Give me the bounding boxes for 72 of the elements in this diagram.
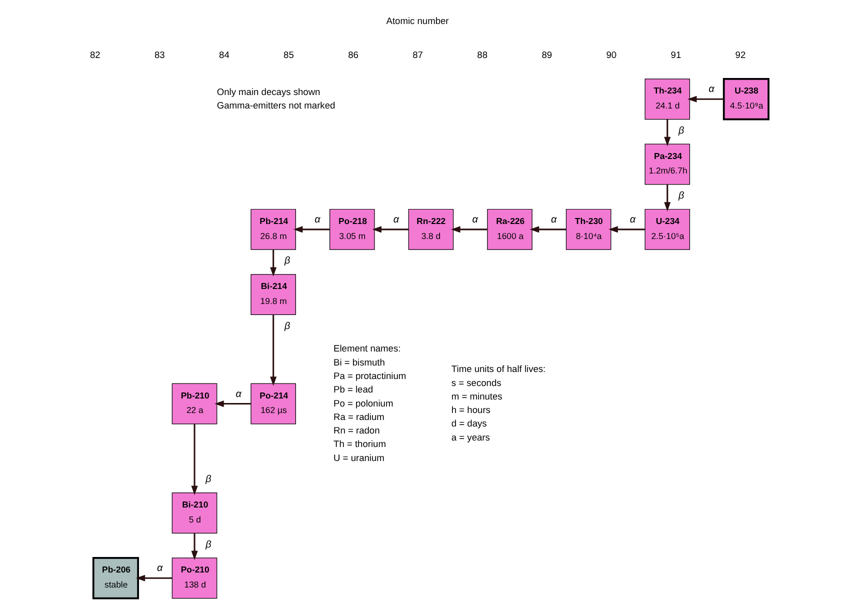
arrow: [664, 184, 670, 212]
arrow: [214, 400, 250, 408]
label: d = days: [450, 418, 486, 429]
edge-label: β: [284, 320, 290, 332]
node-box: Bi-214 19.8 m: [250, 274, 296, 316]
label: Ra = radium: [333, 412, 384, 422]
label: Pb = lead: [333, 384, 373, 395]
label: h = hours: [450, 405, 490, 416]
arrow: [270, 314, 276, 386]
label: 86: [348, 50, 358, 60]
node-box: Pb-210 22 a: [171, 383, 217, 424]
edge-label: β: [678, 190, 684, 202]
label: s = seconds: [450, 378, 501, 388]
node-box: Po-214 162 µs: [250, 383, 296, 424]
edge-label: α: [314, 214, 320, 226]
node-box: Pa-234 1.2m/6.7h: [644, 144, 690, 185]
arrow: [529, 226, 566, 233]
label: Pa = protactinium: [333, 370, 406, 381]
label: 83: [154, 50, 164, 60]
node-box: Bi-210 5 d: [171, 492, 217, 534]
edge-label: α: [629, 214, 635, 226]
edge-label: β: [205, 539, 211, 550]
edge-label: β: [284, 256, 290, 267]
edge-label: α: [392, 214, 399, 226]
edge-label: α: [235, 388, 241, 400]
label: 88: [476, 50, 488, 60]
label: Po = polonium: [333, 398, 393, 408]
node-box: Po-210 138 d: [171, 558, 217, 599]
label: 89: [541, 50, 552, 60]
node-box: Pb-206 stable: [92, 557, 138, 600]
label: Gamma-emitters not marked: [216, 100, 335, 110]
arrow: [190, 424, 198, 496]
label: Atomic number: [386, 16, 448, 26]
node-box: Pb-214 26.8 m: [250, 208, 296, 250]
edge-label: α: [708, 84, 714, 96]
edge-label: β: [205, 474, 211, 486]
node-box: Rn-222 3.8 d: [408, 208, 454, 250]
label: Th = thorium: [333, 439, 386, 450]
label: 82: [89, 50, 100, 60]
label: Element names:: [333, 344, 400, 354]
label: a = years: [450, 432, 490, 442]
label: m = minutes: [450, 391, 502, 402]
label: 85: [283, 50, 294, 60]
edge-label: α: [156, 563, 162, 574]
label: 90: [606, 50, 616, 60]
edge-label: α: [472, 214, 478, 226]
label: Bi = bismuth: [333, 357, 384, 368]
node-box: Th-230 8·10⁴a: [565, 208, 611, 250]
arrow: [292, 226, 330, 233]
arrow: [608, 226, 644, 233]
node-box: Ra-226 1600 a: [486, 208, 532, 250]
arrow: [664, 119, 670, 146]
arrow: [270, 250, 276, 277]
label: 92: [734, 50, 746, 60]
edge-label: α: [550, 214, 556, 226]
label: U = uranium: [333, 452, 384, 463]
label: Only main decays shown: [216, 86, 320, 97]
label: Rn = radon: [333, 426, 380, 436]
label: 87: [412, 50, 422, 60]
node-box: U-234 2.5·10⁵a: [644, 208, 690, 250]
node-box: Th-234 24.1 d: [644, 78, 690, 120]
edge-label: β: [678, 125, 684, 136]
label: 84: [218, 50, 229, 60]
label: 91: [670, 50, 681, 60]
label: Time units of half lives:: [450, 364, 546, 374]
node-box: U-238 4.5·10⁹a: [722, 78, 769, 120]
arrow: [450, 226, 487, 233]
arrow: [190, 533, 198, 560]
arrow: [372, 226, 408, 233]
arrow: [686, 96, 724, 102]
arrow: [135, 574, 172, 582]
node-box: Po-218 3.05 m: [329, 208, 374, 250]
